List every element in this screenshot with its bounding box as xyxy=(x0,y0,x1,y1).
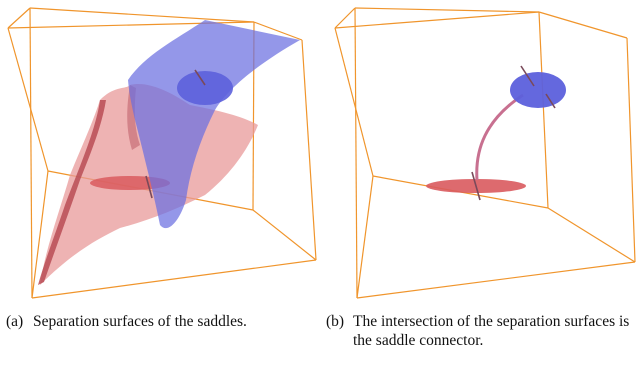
eigen-arrows xyxy=(145,69,206,199)
caption-b-label: (b) xyxy=(326,313,345,330)
caption-a: (a) Separation surfaces of the saddles. xyxy=(6,312,306,331)
bounding-box-front xyxy=(7,7,317,299)
blue-separation-surface xyxy=(128,20,300,229)
caption-a-label: (a) xyxy=(6,313,24,330)
bounding-box-back xyxy=(334,11,549,209)
panel-a-svg xyxy=(7,7,317,299)
blue-saddle-disc xyxy=(177,71,233,105)
blue-saddle-disc xyxy=(510,72,566,108)
panel-a-figure xyxy=(0,0,320,300)
caption-b-text: The intersection of the separation surfa… xyxy=(353,313,630,349)
panel-b-figure xyxy=(325,0,639,300)
saddle-connector-curve xyxy=(475,93,524,181)
bounding-box-front xyxy=(334,7,636,299)
caption-b: (b) The intersection of the separation s… xyxy=(326,312,639,350)
caption-a-text: Separation surfaces of the saddles. xyxy=(33,313,247,330)
eigen-arrows xyxy=(471,65,556,201)
panel-b-svg xyxy=(334,7,636,299)
